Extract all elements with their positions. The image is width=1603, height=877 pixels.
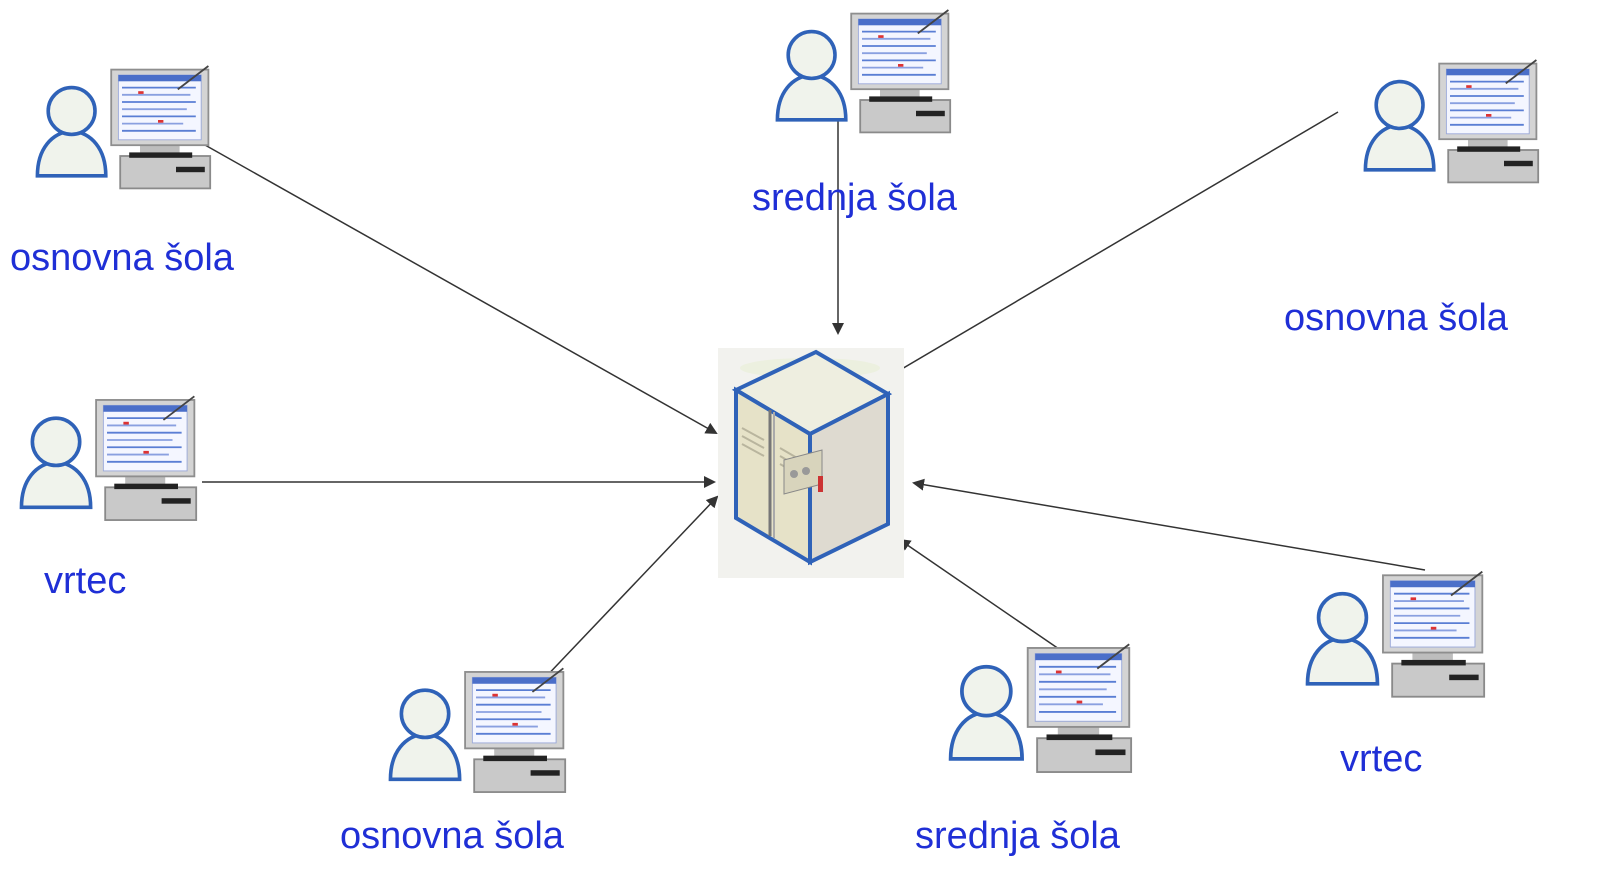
client-srednja-sola-top: srednja šola: [752, 8, 958, 219]
client-label: osnovna šola: [340, 815, 565, 857]
workstation-user-icon: [1305, 570, 1486, 699]
client-osnovna-sola-top-right: osnovna šola: [1284, 58, 1540, 339]
connector-1: [204, 144, 718, 434]
client-vrtec-bottom-right: vrtec: [1305, 570, 1486, 780]
client-label: vrtec: [1340, 738, 1422, 780]
connector-3: [881, 111, 1339, 382]
workstation-user-icon: [19, 394, 198, 522]
workstation-user-icon: [775, 8, 952, 135]
client-label: osnovna šola: [10, 237, 235, 279]
workstation-user-icon: [948, 643, 1133, 774]
server-icon: [718, 348, 904, 578]
workstation-user-icon: [1363, 58, 1540, 185]
workstation-user-icon: [388, 666, 567, 794]
connector-7: [912, 478, 1426, 571]
connector-5: [539, 495, 719, 684]
client-osnovna-sola-bottom: osnovna šola: [340, 666, 567, 857]
client-label: srednja šola: [752, 177, 958, 219]
client-label: vrtec: [44, 560, 126, 602]
client-vrtec-left: vrtec: [19, 394, 198, 602]
connector-6: [898, 538, 1076, 661]
client-label: osnovna šola: [1284, 297, 1509, 339]
client-osnovna-sola-top-left: osnovna šola: [10, 64, 235, 279]
client-srednja-sola-bottom: srednja šola: [915, 643, 1133, 857]
workstation-user-icon: [35, 64, 212, 191]
client-label: srednja šola: [915, 815, 1121, 857]
